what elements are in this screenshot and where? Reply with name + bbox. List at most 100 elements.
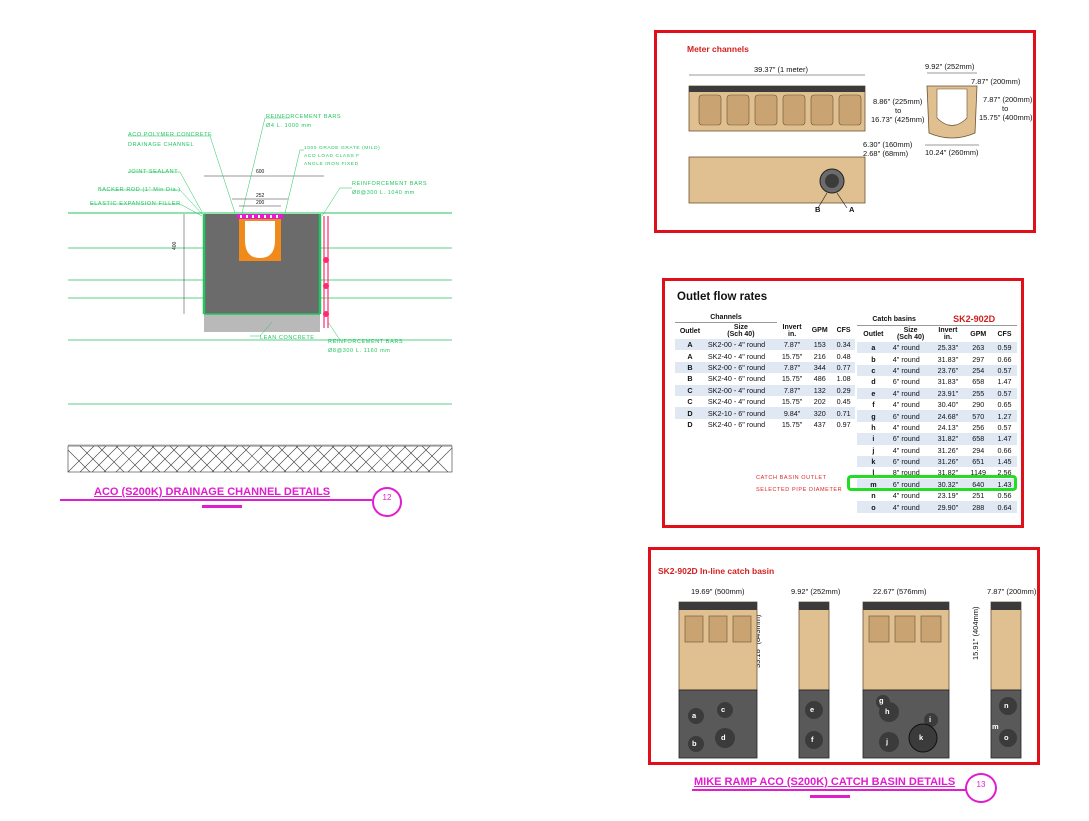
table-cell: h [871, 422, 876, 432]
flow-note-2: SELECTED PIPE DIAMETER [756, 487, 842, 493]
table-cell: 0.48 [836, 351, 851, 361]
table-cell: 23.76" [931, 364, 965, 377]
table-cell: 4" round [892, 445, 920, 455]
table-cell: 31.26" [937, 445, 959, 455]
table-cell: 31.82" [931, 433, 965, 445]
table-cell: 0.45 [836, 397, 851, 407]
table-cell: 31.82" [937, 468, 959, 478]
table-cell: 132 [807, 384, 833, 396]
dim-200: 200 [256, 200, 265, 206]
catch-basin-title: SK2-902D In-line catch basin [658, 566, 775, 576]
table-cell: 216 [813, 351, 826, 361]
right-sheet-number: 13 [976, 780, 986, 789]
table-cell: 4" round [892, 422, 920, 432]
table-cell: 1.27 [991, 410, 1017, 422]
outlet-j: j [886, 737, 889, 746]
table-cell: b [871, 354, 876, 364]
table-cell: 7.87" [776, 361, 808, 374]
meter-outlet-1: 6.30" (160mm) [863, 140, 913, 149]
table-cell: 1.47 [997, 377, 1012, 387]
label-elastic-filler: ELASTIC EXPANSION FILLER [90, 201, 181, 207]
label-reinf-bot: REINFORCEMENT BARS [328, 339, 403, 345]
table-cell: f [872, 400, 875, 410]
table-cell: 1.08 [836, 374, 851, 384]
table-cell: 294 [972, 445, 985, 455]
table-cell: 31.26" [931, 455, 965, 468]
table-cell: SK2-00 - 4" round [704, 384, 777, 396]
table-cell: 23.19" [937, 491, 959, 501]
table-cell: 202 [813, 397, 826, 407]
label-reinf-mid: REINFORCEMENT BARS [352, 181, 427, 187]
flow-note: CATCH BASIN OUTLET SELECTED PIPE DIAMETE… [756, 475, 842, 493]
outlet-e: e [810, 705, 815, 714]
outlet-flow-title: Outlet flow rates [677, 291, 768, 303]
table-cell: 4" round [892, 400, 920, 410]
table-cell: 0.57 [997, 422, 1012, 432]
table-cell: 4" round [889, 364, 932, 377]
table-cell: SK2-00 - 4" round [704, 339, 777, 351]
outlet-n: n [1004, 701, 1009, 710]
outlet-g: g [879, 696, 884, 705]
left-sheet-number: 12 [382, 493, 392, 502]
label-reinf-bot2: Ø8@300 L. 1160 mm [328, 348, 390, 354]
outlet-flow-panel: Outlet flow rates Channels Outlet Size(S… [662, 278, 1024, 528]
table-cell: j [872, 445, 875, 455]
outlet-c: c [721, 705, 726, 714]
table-cell: m [857, 478, 890, 491]
meter-outlet-2: 2.68" (68mm) [863, 149, 909, 158]
table-cell: 7.87" [776, 339, 808, 351]
table-cell: A [675, 339, 705, 351]
table-cell: 30.32" [931, 478, 965, 491]
table-cell: 263 [964, 342, 992, 354]
table-cell: 0.77 [832, 361, 855, 374]
table-cell: 7.87" [776, 384, 808, 396]
left-caption-mark [202, 505, 242, 508]
meter-length: 39.37" (1 meter) [754, 65, 808, 74]
outlet-k: k [919, 733, 924, 742]
cb-width-4: 7.87" (200mm) [987, 587, 1037, 596]
table-cell: i [857, 433, 890, 445]
catch-basin-panel: SK2-902D In-line catch basin 19.69" (500… [648, 547, 1040, 765]
table-cell: 0.59 [991, 342, 1017, 354]
table-cell: 651 [964, 455, 992, 468]
table-cell: C [687, 397, 693, 407]
table-cell: 0.66 [997, 445, 1012, 455]
table-cell: 6" round [889, 410, 932, 422]
table-cell: 153 [807, 339, 833, 351]
col-cfs: CFS [997, 330, 1012, 338]
outlet-a: a [692, 711, 697, 720]
outlet-h: h [885, 707, 890, 716]
table-cell: 1.45 [991, 455, 1017, 468]
table-cell: 8" round [892, 468, 920, 478]
dim-400: 400 [172, 241, 178, 250]
table-cell: 6" round [889, 478, 932, 491]
label-drainage-channel: DRAINAGE CHANNEL [128, 142, 194, 148]
meter-mark-a: A [849, 205, 855, 214]
table-cell: 0.57 [991, 387, 1017, 399]
table-cell: 15.75" [781, 351, 803, 361]
table-cell: 4" round [892, 354, 920, 364]
table-cell: SK2-00 - 6" round [704, 361, 777, 374]
left-caption-underline [60, 499, 372, 501]
table-cell: 4" round [889, 342, 932, 354]
meter-channels-title: Meter channels [687, 44, 749, 54]
left-detail-caption: ACO (S200K) DRAINAGE CHANNEL DETAILS [94, 486, 331, 498]
table-cell: 0.65 [997, 400, 1012, 410]
col-gpm: GPM [811, 327, 828, 335]
table-cell: 297 [972, 354, 985, 364]
table-cell: k [857, 455, 890, 468]
meter-inner-to: to [1002, 104, 1009, 113]
